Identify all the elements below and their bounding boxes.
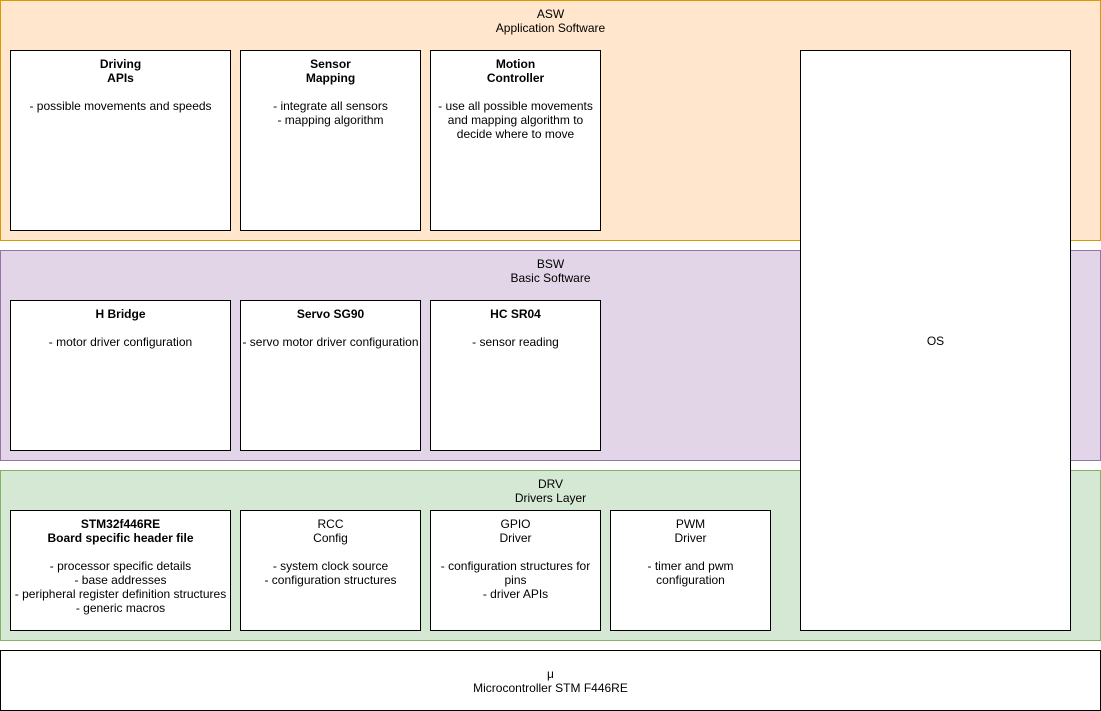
mcu-label: Microcontroller STM F446RE [473, 680, 628, 695]
box-title: Controller [486, 71, 545, 85]
box-title: HC SR04 [490, 307, 541, 321]
asw-title: ASW [536, 7, 565, 21]
box-title: Motion [495, 57, 536, 71]
box-line: - configuration structures [264, 573, 397, 587]
bsw-subtitle: Basic Software [510, 271, 591, 285]
drv-layer-title: DRV Drivers Layer [1, 477, 1100, 505]
box-title: Driver [674, 531, 707, 545]
box-line: - peripheral register definition structu… [14, 587, 227, 601]
box-line: - motor driver configuration [48, 335, 193, 349]
box-title: Driving [99, 57, 142, 71]
box-line: - processor specific details [49, 559, 192, 573]
microcontroller-box: μ Microcontroller STM F446RE [0, 650, 1101, 711]
box-title: Mapping [305, 71, 356, 85]
bsw-layer-title: BSW Basic Software [1, 257, 1100, 285]
hc-sr04-box: HC SR04 - sensor reading [430, 300, 601, 451]
box-line: and mapping algorithm to [447, 113, 584, 127]
box-title: Driver [499, 531, 532, 545]
box-line: - base addresses [74, 573, 167, 587]
h-bridge-box: H Bridge - motor driver configuration [10, 300, 231, 451]
os-label: OS [926, 333, 945, 348]
box-line: - system clock source [272, 559, 389, 573]
drv-subtitle: Drivers Layer [514, 491, 587, 505]
box-title: APIs [107, 71, 134, 85]
box-line: - servo motor driver configuration [242, 335, 419, 349]
box-line: - possible movements and speeds [29, 99, 212, 113]
box-line: configuration [656, 573, 725, 587]
box-title: RCC [317, 517, 344, 531]
box-line: pins [504, 573, 527, 587]
box-title: Board specific header file [47, 531, 194, 545]
servo-sg90-box: Servo SG90 - servo motor driver configur… [240, 300, 421, 451]
box-title: H Bridge [95, 307, 146, 321]
box-line: - sensor reading [472, 335, 559, 349]
box-title: Config [313, 531, 348, 545]
drv-title: DRV [537, 477, 564, 491]
box-line: - driver APIs [482, 587, 549, 601]
os-box: OS [800, 50, 1071, 631]
box-title: PWM [675, 517, 706, 531]
box-line: - generic macros [75, 601, 166, 615]
box-line: decide where to move [456, 127, 575, 141]
bsw-title: BSW [536, 257, 565, 271]
mcu-symbol: μ [547, 666, 554, 681]
box-line: - timer and pwm [647, 559, 734, 573]
box-line: - configuration structures for [440, 559, 591, 573]
box-title: Servo SG90 [296, 307, 365, 321]
asw-subtitle: Application Software [495, 21, 606, 35]
box-title: Sensor [310, 57, 351, 71]
box-title: STM32f446RE [80, 517, 161, 531]
asw-layer-title: ASW Application Software [1, 7, 1100, 35]
box-title: GPIO [500, 517, 531, 531]
box-line: - integrate all sensors [273, 99, 388, 113]
box-line: - mapping algorithm [277, 113, 384, 127]
box-line: - use all possible movements [438, 99, 593, 113]
